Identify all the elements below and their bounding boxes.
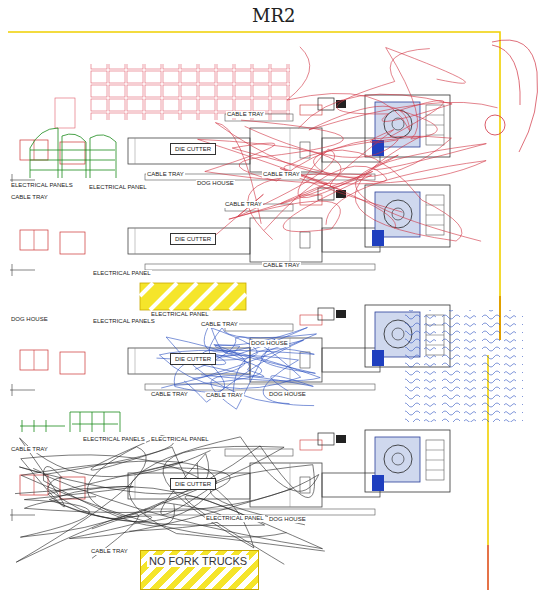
panel-label: ELECTRICAL PANELS	[92, 318, 156, 325]
house-label: DOG HOUSE	[196, 180, 235, 187]
node-text: DIE CUTTER	[175, 146, 211, 152]
machine-box: DIE CUTTER	[170, 233, 216, 245]
tray-label: CABLE TRAY	[10, 446, 49, 453]
house-label: DOG HOUSE	[10, 316, 49, 323]
tray-label: CABLE TRAY	[146, 171, 185, 178]
no-go-zone: NO FORK TRUCKS	[140, 550, 259, 590]
house-label: DOG HOUSE	[250, 340, 289, 347]
tray-label: CABLE TRAY	[262, 171, 301, 178]
panel-label: ELECTRICAL PANEL	[205, 515, 265, 522]
panel-label: ELECTRICAL PANEL	[150, 311, 210, 318]
walk-trace	[15, 436, 325, 565]
walk-trace	[287, 47, 497, 139]
panel-label: ELECTRICAL PANEL	[92, 270, 152, 277]
tray-label: CABLE TRAY	[205, 392, 244, 399]
node-text: DIE CUTTER	[175, 236, 211, 242]
title: MR2	[252, 6, 295, 26]
machine-box: DIE CUTTER	[170, 353, 216, 365]
panel-label: ELECTRICAL PANEL	[150, 436, 210, 443]
node-text: DIE CUTTER	[175, 356, 211, 362]
house-label: DOG HOUSE	[268, 516, 307, 523]
tray-label: CABLE TRAY	[224, 201, 263, 208]
machine-box: DIE CUTTER	[170, 143, 216, 155]
walk-trace	[198, 120, 487, 241]
machine-box: DIE CUTTER	[170, 478, 216, 490]
node-text: NO FORK TRUCKS	[147, 555, 249, 567]
tray-label: CABLE TRAY	[150, 391, 189, 398]
tray-label: CABLE TRAY	[10, 194, 49, 201]
panel-label: ELECTRICAL PANEL	[88, 184, 148, 191]
node-text: DIE CUTTER	[175, 481, 211, 487]
tray-label: CABLE TRAY	[200, 321, 239, 328]
house-label: DOG HOUSE	[268, 391, 307, 398]
tray-label: CABLE TRAY	[226, 111, 265, 118]
panel-label: ELECTRICAL PANELS	[10, 182, 74, 189]
tray-label: CABLE TRAY	[90, 548, 129, 555]
panel-label: ELECTRICAL PANELS	[82, 436, 146, 443]
tray-label: CABLE TRAY	[262, 262, 301, 269]
